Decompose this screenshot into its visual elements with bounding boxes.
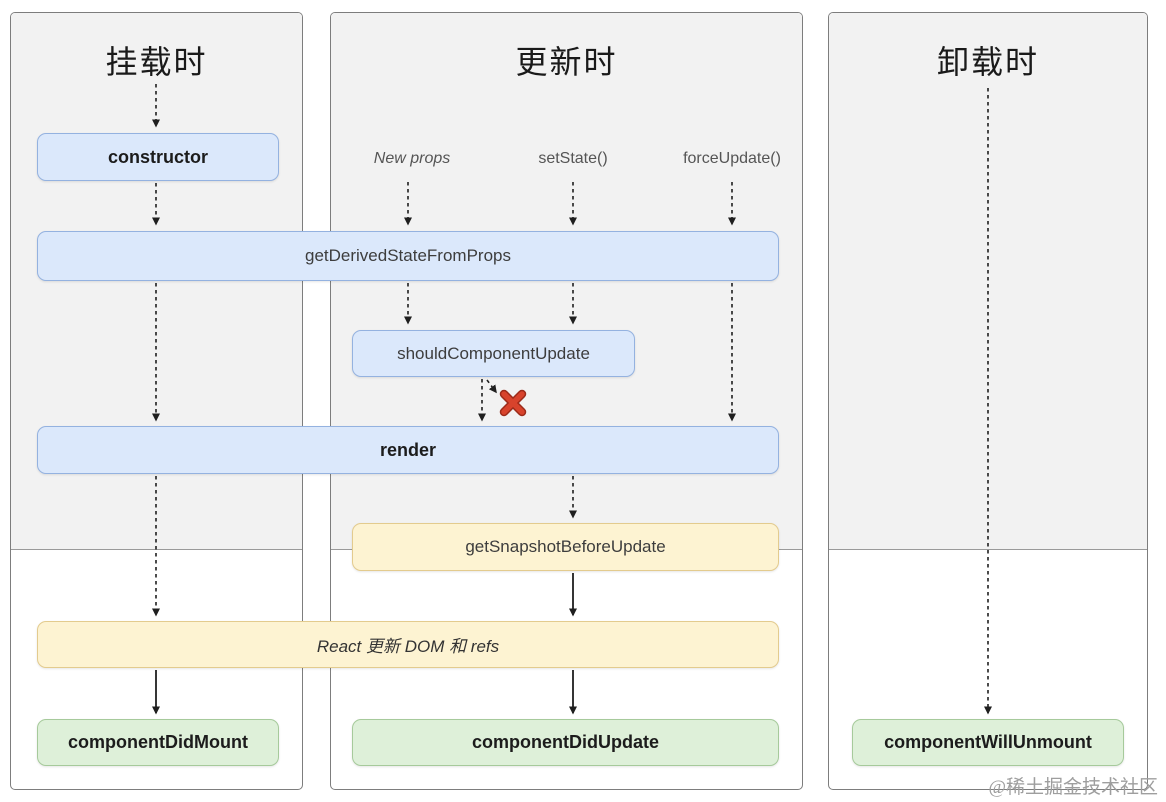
node-get-derived-state-from-props: getDerivedStateFromProps [37,231,779,281]
node-component-did-update: componentDidUpdate [352,719,779,766]
node-constructor: constructor [37,133,279,181]
column-title-mounting: 挂载时 [105,44,208,80]
juejin-watermark: @稀土掘金技术社区 [988,777,1159,798]
column-title-updating: 更新时 [515,44,618,80]
red-x-stop-icon [499,389,527,417]
node-get-snapshot-before-update: getSnapshotBeforeUpdate [352,523,779,571]
node-component-did-mount: componentDidMount [37,719,279,766]
node-react-updates-dom: React 更新 DOM 和 refs [37,621,779,668]
column-title-unmounting: 卸载时 [936,44,1039,80]
node-component-will-unmount: componentWillUnmount [852,719,1124,766]
node-render: render [37,426,779,474]
node-should-component-update: shouldComponentUpdate [352,330,635,377]
label-set-state: setState() [538,150,608,167]
dashed-arrow-scu-false-to-x [486,379,497,394]
label-new-props: New props [373,150,451,167]
label-force-update: forceUpdate() [683,150,781,167]
